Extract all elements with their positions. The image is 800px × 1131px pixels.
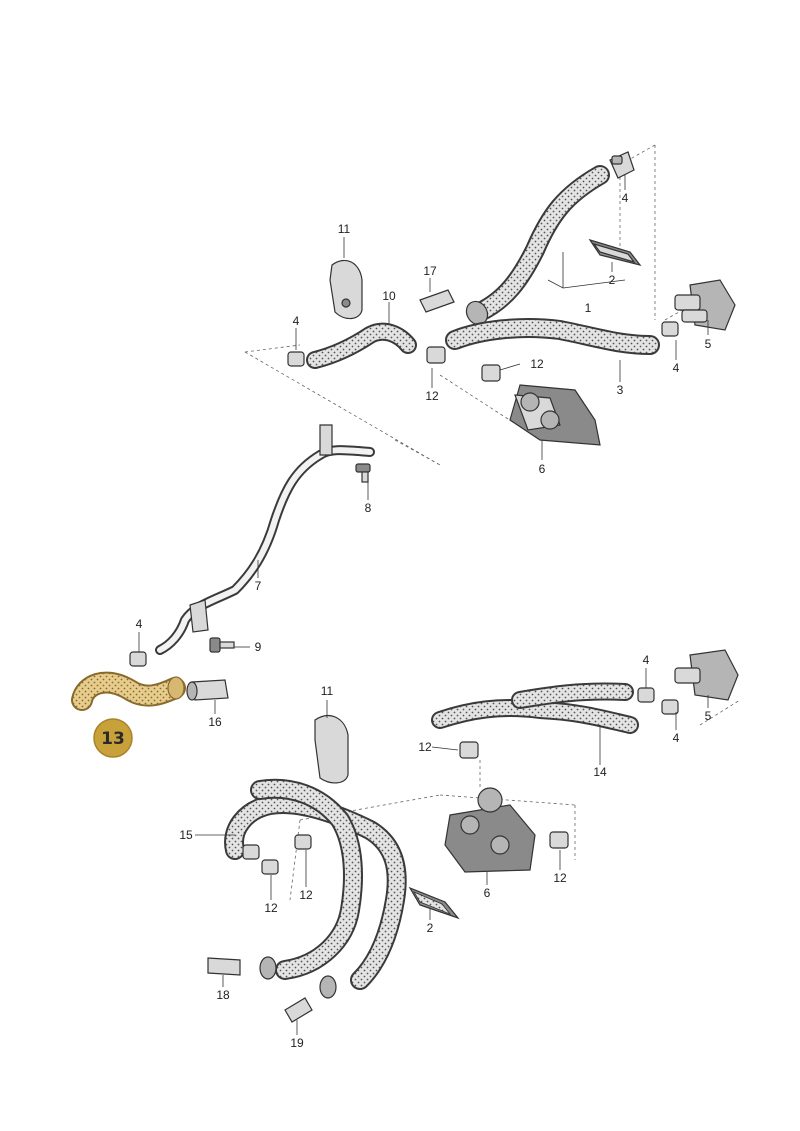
- label-4-right-lower-a: 4: [643, 653, 650, 667]
- sleeve-2-upper: [588, 238, 642, 267]
- connector-5-upper: [674, 279, 736, 331]
- label-6-lower: 6: [484, 886, 491, 900]
- label-12-lower-a: 12: [264, 901, 278, 915]
- hose-10: [306, 322, 417, 369]
- label-9: 9: [255, 640, 262, 654]
- label-19: 19: [290, 1036, 304, 1050]
- lower-guide-lines: [289, 699, 741, 901]
- connector-18: [207, 957, 241, 976]
- cover-11-lower: [314, 715, 349, 784]
- clamp-12-lower-c: [294, 834, 312, 850]
- label-10: 10: [382, 289, 396, 303]
- label-12-lower-right: 12: [553, 871, 567, 885]
- label-4-left-upper: 4: [293, 314, 300, 328]
- part-labels: 11 17 10 4 4 2 1 3 4 5 12 12 6 8 7 9 4 1…: [136, 191, 712, 1050]
- label-5-lower: 5: [705, 709, 712, 723]
- clamp-12-lower-a: [242, 844, 260, 860]
- connector-5-lower: [674, 649, 739, 701]
- label-5-upper: 5: [705, 337, 712, 351]
- label-4-right-upper: 4: [673, 361, 680, 375]
- label-4-mid-left: 4: [136, 617, 143, 631]
- clamp-4-right-lower-a: [637, 687, 655, 703]
- label-11-upper: 11: [338, 222, 351, 236]
- label-1: 1: [585, 301, 592, 315]
- label-2-upper: 2: [609, 273, 616, 287]
- label-8: 8: [365, 501, 372, 515]
- label-12-upper-right: 12: [530, 357, 544, 371]
- label-16: 16: [208, 715, 222, 729]
- valve-6-upper: [509, 384, 601, 446]
- label-14: 14: [593, 765, 607, 779]
- leader-lines: [138, 175, 709, 1035]
- clamp-12-upper-mid: [426, 346, 446, 364]
- clamp-12-lower-right: [549, 831, 569, 849]
- clamp-4-mid-left: [129, 651, 147, 667]
- label-4-right-lower-b: 4: [673, 731, 680, 745]
- clamp-4-top: [609, 151, 635, 179]
- label-11-lower: 11: [321, 684, 334, 698]
- callout-13-badge: [93, 718, 133, 758]
- hose-13-highlighted: [71, 671, 186, 711]
- clamp-4-left-upper: [287, 351, 305, 367]
- hose-15: [224, 778, 407, 999]
- label-4-top: 4: [622, 191, 629, 205]
- label-12-upper-mid: 12: [425, 389, 439, 403]
- label-3: 3: [617, 383, 624, 397]
- callout-13-label: 13: [101, 729, 125, 749]
- hose-3: [445, 318, 660, 355]
- clamp-12-lower-b: [261, 859, 279, 875]
- sleeve-2-lower: [408, 886, 460, 920]
- hose-1: [465, 165, 610, 326]
- label-7: 7: [255, 579, 262, 593]
- hose-14: [431, 682, 639, 734]
- pipe-7: [155, 424, 375, 655]
- label-12-lower-c: 12: [299, 888, 313, 902]
- label-15: 15: [179, 828, 193, 842]
- bolt-9: [209, 637, 235, 653]
- cover-11-upper: [329, 259, 363, 320]
- bolt-8: [355, 463, 371, 483]
- clamp-4-right-lower-b: [661, 699, 679, 715]
- clamp-12-lower-left: [459, 741, 479, 759]
- label-18: 18: [216, 988, 230, 1002]
- connector-19: [284, 997, 313, 1023]
- clamp-4-right-upper: [661, 321, 679, 337]
- connector-16: [186, 679, 229, 701]
- label-12-lower-left: 12: [418, 740, 432, 754]
- label-6-upper: 6: [539, 462, 546, 476]
- label-2-lower: 2: [427, 921, 434, 935]
- callout-13[interactable]: 13: [93, 718, 133, 758]
- clamp-12-upper-right: [481, 364, 501, 382]
- label-17: 17: [423, 264, 437, 278]
- tube-17: [419, 289, 455, 313]
- valve-6-lower: [444, 787, 536, 873]
